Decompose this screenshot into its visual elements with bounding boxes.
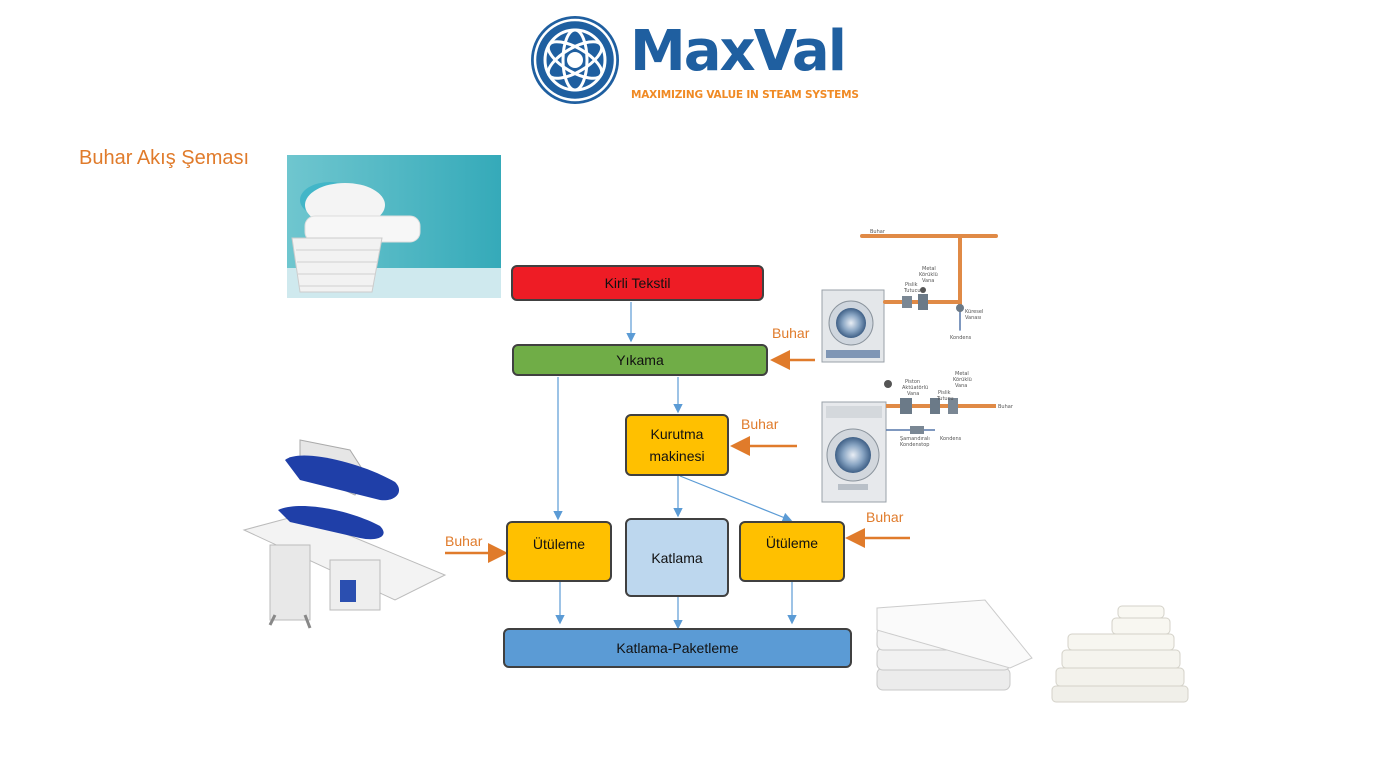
steam-label-yikama: Buhar [772,325,810,341]
logo-tagline: MAXIMIZING VALUE IN STEAM SYSTEMS [631,89,859,101]
svg-text:Tutucu: Tutucu [903,288,921,294]
washing-machine-image [821,289,885,363]
svg-text:Kondens: Kondens [940,436,962,442]
slide-title: Buhar Akış Şeması [79,147,250,169]
ironing-press-image [242,439,447,629]
node-katlama: Katlama [625,518,729,597]
flow-connectors [553,302,797,630]
svg-text:Buhar: Buhar [998,404,1014,410]
svg-text:Pislik: Pislik [905,282,918,288]
steam-label-utuleme-left: Buhar [445,533,483,549]
washer-steam-schematic: Buhar Metal Körüklü Vana Pislik Tutucu K… [860,229,998,341]
dryer-machine-image [821,401,887,503]
dryer-steam-schematic: Piston Aktüatörlü Vana Metal Körüklü Van… [884,371,1014,448]
steam-label-utuleme-right: Buhar [866,509,904,525]
svg-text:Körüklü: Körüklü [919,272,938,278]
node-utuleme-left: Ütüleme [506,521,612,582]
steam-arrows [445,350,910,563]
svg-text:Körüklü: Körüklü [953,377,972,383]
svg-text:Şamandıralı: Şamandıralı [900,436,930,442]
svg-text:Kondenstop: Kondenstop [900,442,929,448]
laundry-basket-image [287,155,501,298]
folded-towels-image [1051,605,1189,703]
svg-text:Kondens: Kondens [950,335,972,341]
node-yikama: Yıkama [512,344,768,376]
svg-text:Vana: Vana [955,383,967,389]
svg-text:Vanası: Vanası [965,315,981,321]
svg-text:Tutucu: Tutucu [936,396,954,402]
node-utuleme-right: Ütüleme [739,521,845,582]
svg-text:Pislik: Pislik [938,390,951,396]
folded-sheets-image [876,599,1033,691]
svg-text:Küresel: Küresel [965,309,983,315]
logo-name: MaxVal [630,19,847,84]
node-kirli-tekstil: Kirli Tekstil [511,265,764,301]
svg-text:Piston: Piston [905,379,920,385]
washer-schematic-buhar: Buhar [870,229,886,235]
svg-text:Vana: Vana [922,278,934,284]
steam-label-kurutma: Buhar [741,416,779,432]
svg-text:Metal: Metal [955,371,969,377]
svg-text:Vana: Vana [907,391,919,397]
svg-text:Aktüatörlü: Aktüatörlü [902,385,928,391]
node-kurutma-makinesi: Kurutma makinesi [625,414,729,476]
node-katlama-paketleme: Katlama-Paketleme [503,628,852,668]
svg-text:Metal: Metal [922,266,936,272]
